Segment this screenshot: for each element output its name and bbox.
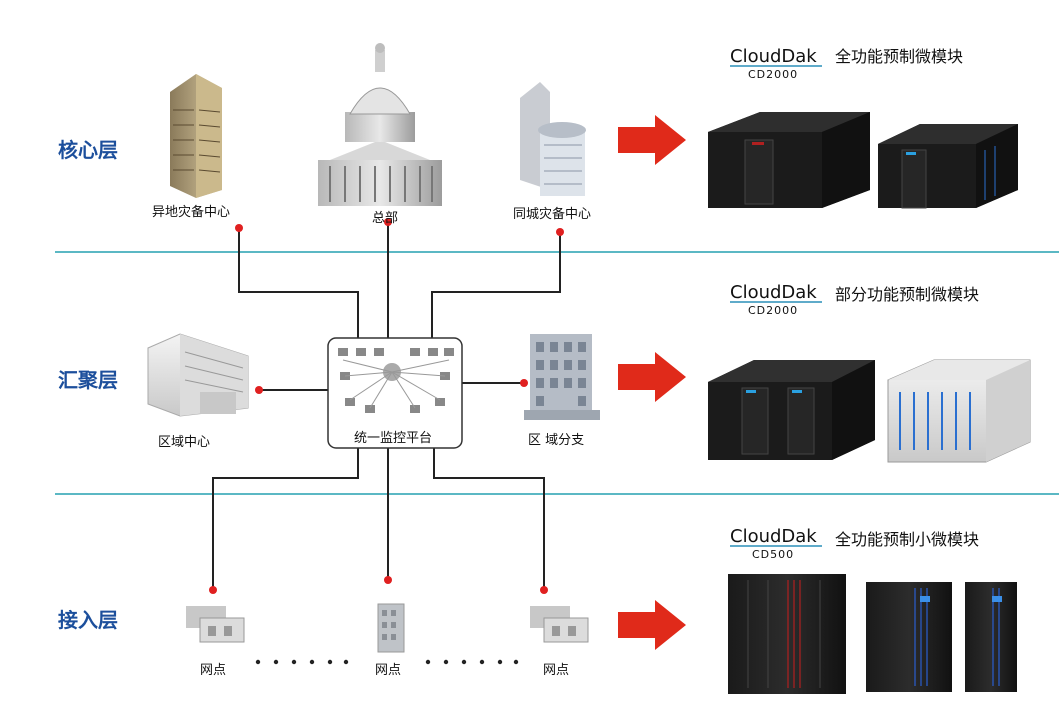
product-heading-core: CloudDak CD2000 全功能预制微模块 bbox=[730, 46, 963, 81]
arrow-access bbox=[618, 600, 686, 650]
headquarters-label: 总部 bbox=[372, 211, 398, 226]
core-micro-module-small bbox=[878, 124, 1018, 209]
model-name: CD2000 bbox=[748, 304, 798, 317]
core-micro-module-large bbox=[708, 112, 870, 208]
regional-branch-building bbox=[524, 334, 600, 420]
monitor-platform bbox=[327, 337, 463, 449]
arrow-aggregation bbox=[618, 352, 686, 402]
local-dr-building bbox=[520, 82, 586, 196]
product-heading-aggregation: CloudDak CD2000 部分功能预制微模块 bbox=[730, 282, 979, 317]
aggregation-micro-module-silver bbox=[887, 359, 1031, 463]
headquarters-building bbox=[318, 43, 442, 206]
remote-dr-building bbox=[170, 74, 222, 198]
product-heading-access: CloudDak CD500 全功能预制小微模块 bbox=[730, 526, 979, 561]
regional-branch-label: 区 域分支 bbox=[528, 433, 584, 448]
layer-label-aggregation: 汇聚层 bbox=[58, 368, 118, 392]
product-description: 部分功能预制微模块 bbox=[835, 285, 979, 304]
outlet-label-1: 网点 bbox=[200, 663, 226, 678]
connector-lines bbox=[212, 222, 561, 588]
outlet-label-3: 网点 bbox=[543, 663, 569, 678]
access-rack-large bbox=[728, 574, 846, 694]
arrows bbox=[618, 115, 686, 650]
local-dr-label: 同城灾备中心 bbox=[513, 206, 591, 222]
product-description: 全功能预制微模块 bbox=[835, 47, 963, 66]
aggregation-micro-module-dark bbox=[708, 360, 875, 460]
access-rack-medium bbox=[866, 582, 952, 692]
regional-center-label: 区域中心 bbox=[158, 435, 210, 450]
remote-dr-label: 异地灾备中心 bbox=[152, 204, 230, 220]
outlet-building-3 bbox=[530, 606, 589, 643]
brand-name: CloudDak bbox=[730, 282, 817, 303]
connector-endpoints bbox=[209, 218, 564, 594]
model-name: CD500 bbox=[752, 548, 794, 561]
outlet-building-2 bbox=[377, 603, 405, 653]
layer-label-access: 接入层 bbox=[58, 608, 118, 632]
access-rack-small bbox=[965, 582, 1017, 692]
outlet-dots bbox=[255, 659, 519, 665]
product-description: 全功能预制小微模块 bbox=[835, 530, 979, 549]
brand-name: CloudDak bbox=[730, 46, 817, 67]
outlet-building-1 bbox=[186, 606, 245, 643]
monitor-platform-label: 统一监控平台 bbox=[354, 431, 432, 446]
model-name: CD2000 bbox=[748, 68, 798, 81]
layer-label-core: 核心层 bbox=[58, 138, 118, 162]
brand-name: CloudDak bbox=[730, 526, 817, 547]
regional-center-building bbox=[147, 333, 249, 417]
outlet-label-2: 网点 bbox=[375, 663, 401, 678]
arrow-core bbox=[618, 115, 686, 165]
